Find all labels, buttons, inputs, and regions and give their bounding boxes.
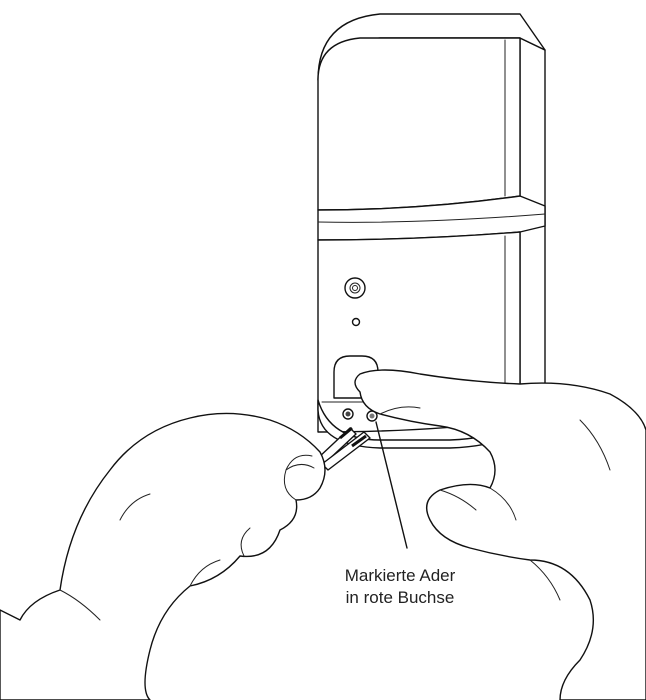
callout-line-1: Markierte Ader [300,565,500,587]
speaker-wire [318,428,370,470]
left-hand-icon [0,413,325,700]
callout-label: Markierte Ader in rote Buchse [300,565,500,609]
callout-line-2: in rote Buchse [300,587,500,609]
